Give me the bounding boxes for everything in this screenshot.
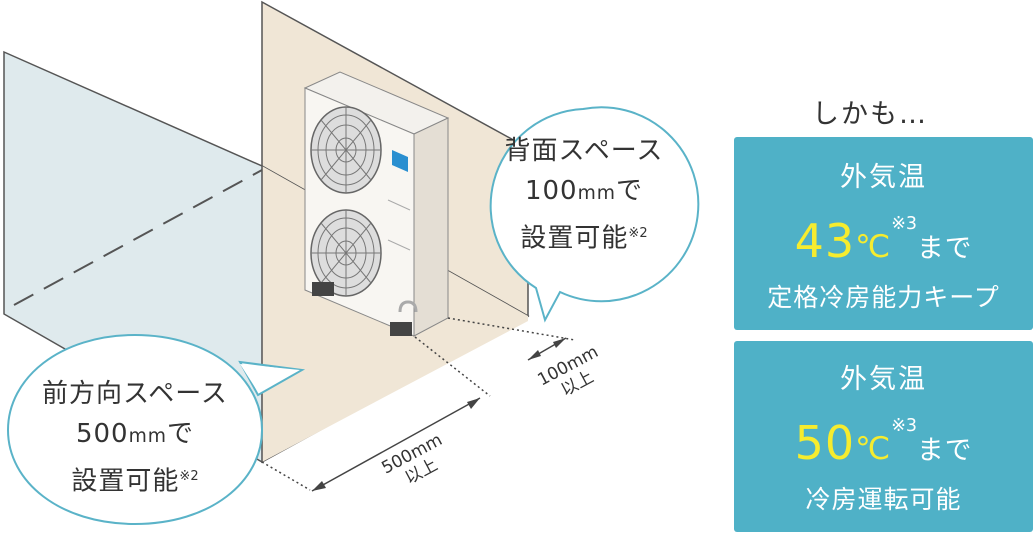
- rear-bubble-text: 背面スペース 100mmで 設置可能※2: [486, 131, 682, 259]
- box1-line3: 定格冷房能力キープ: [767, 282, 1000, 312]
- front-bubble-line3: 設置可能※2: [71, 466, 199, 497]
- box2-made: まで: [917, 434, 973, 466]
- box1-temp: 43: [794, 213, 856, 268]
- box2-line3: 冷房運転可能: [805, 484, 962, 514]
- box2-note: ※3: [891, 416, 918, 436]
- dimension-lines: [261, 317, 576, 492]
- box1-temp-line: 43℃※3まで: [734, 195, 1033, 278]
- info-box-43c: 外気温 43℃※3まで 定格冷房能力キープ: [734, 137, 1033, 330]
- box1-note: ※3: [891, 214, 918, 234]
- fan-icon: [310, 209, 382, 297]
- rear-bubble-line3: 設置可能※2: [520, 223, 648, 254]
- fan-icon: [310, 106, 382, 194]
- double-arrow-icon: [311, 397, 481, 492]
- rear-speech-bubble: [489, 106, 700, 323]
- rear-bubble-line2: 100mmで: [524, 176, 644, 206]
- box1-line1: 外気温: [840, 162, 927, 193]
- outdoor-ac-unit-icon: [303, 71, 450, 337]
- info-box-50c: 外気温 50℃※3まで 冷房運転可能: [734, 341, 1033, 532]
- brand-logo-icon: [392, 150, 408, 172]
- box2-temp-line: 50℃※3まで: [734, 397, 1033, 480]
- rear-bubble-line1: 背面スペース: [504, 136, 664, 166]
- glass-dashed-line: [13, 169, 263, 306]
- box2-deg: ℃: [855, 430, 892, 467]
- front-bubble-note: ※2: [179, 469, 199, 484]
- front-bubble-line1: 前方向スペース: [42, 379, 228, 409]
- front-bubble-text: 前方向スペース 500mmで 設置可能※2: [20, 374, 250, 502]
- box2-line1: 外気温: [840, 364, 927, 395]
- box1-made: まで: [917, 232, 973, 264]
- box1-deg: ℃: [855, 228, 892, 265]
- front-bubble-line2: 500mmで: [75, 419, 195, 449]
- box2-temp: 50: [794, 415, 856, 470]
- front-speech-bubble: [6, 333, 306, 526]
- rear-bubble-note: ※2: [628, 226, 648, 241]
- intro-text: しかも…: [812, 99, 928, 130]
